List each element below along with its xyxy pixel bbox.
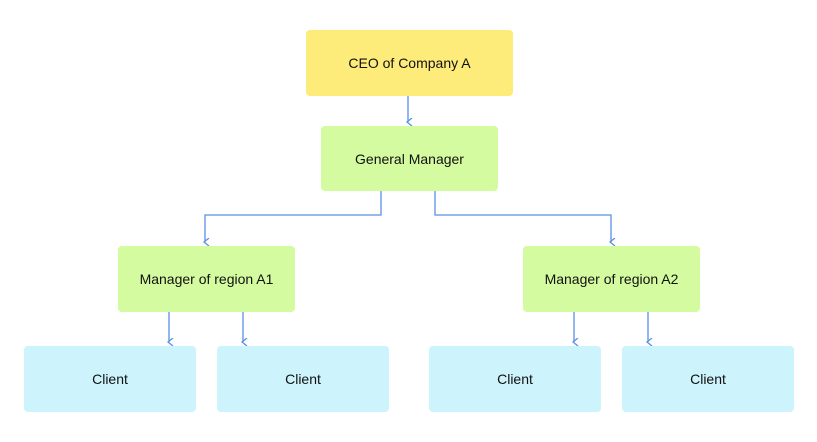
ceo-node[interactable]: CEO of Company A [306,30,513,96]
general-manager-label: General Manager [355,150,464,167]
client-label: Client [690,371,726,387]
client-node[interactable]: Client [217,346,389,412]
connector-gm-to-region-a1 [205,191,382,242]
client-node[interactable]: Client [24,346,196,412]
client-label: Client [497,371,533,387]
ceo-label: CEO of Company A [348,55,471,71]
client-label: Client [92,371,128,387]
client-node[interactable]: Client [429,346,601,412]
client-label: Client [285,371,321,387]
region-a1-manager-node[interactable]: Manager of region A1 [118,246,295,312]
region-a2-manager-label: Manager of region A2 [544,271,679,287]
connector-gm-to-region-a2 [434,191,611,242]
general-manager-node[interactable]: General Manager [321,126,498,191]
region-a1-manager-label: Manager of region A1 [139,271,274,287]
region-a2-manager-node[interactable]: Manager of region A2 [523,246,700,312]
client-node[interactable]: Client [622,346,794,412]
